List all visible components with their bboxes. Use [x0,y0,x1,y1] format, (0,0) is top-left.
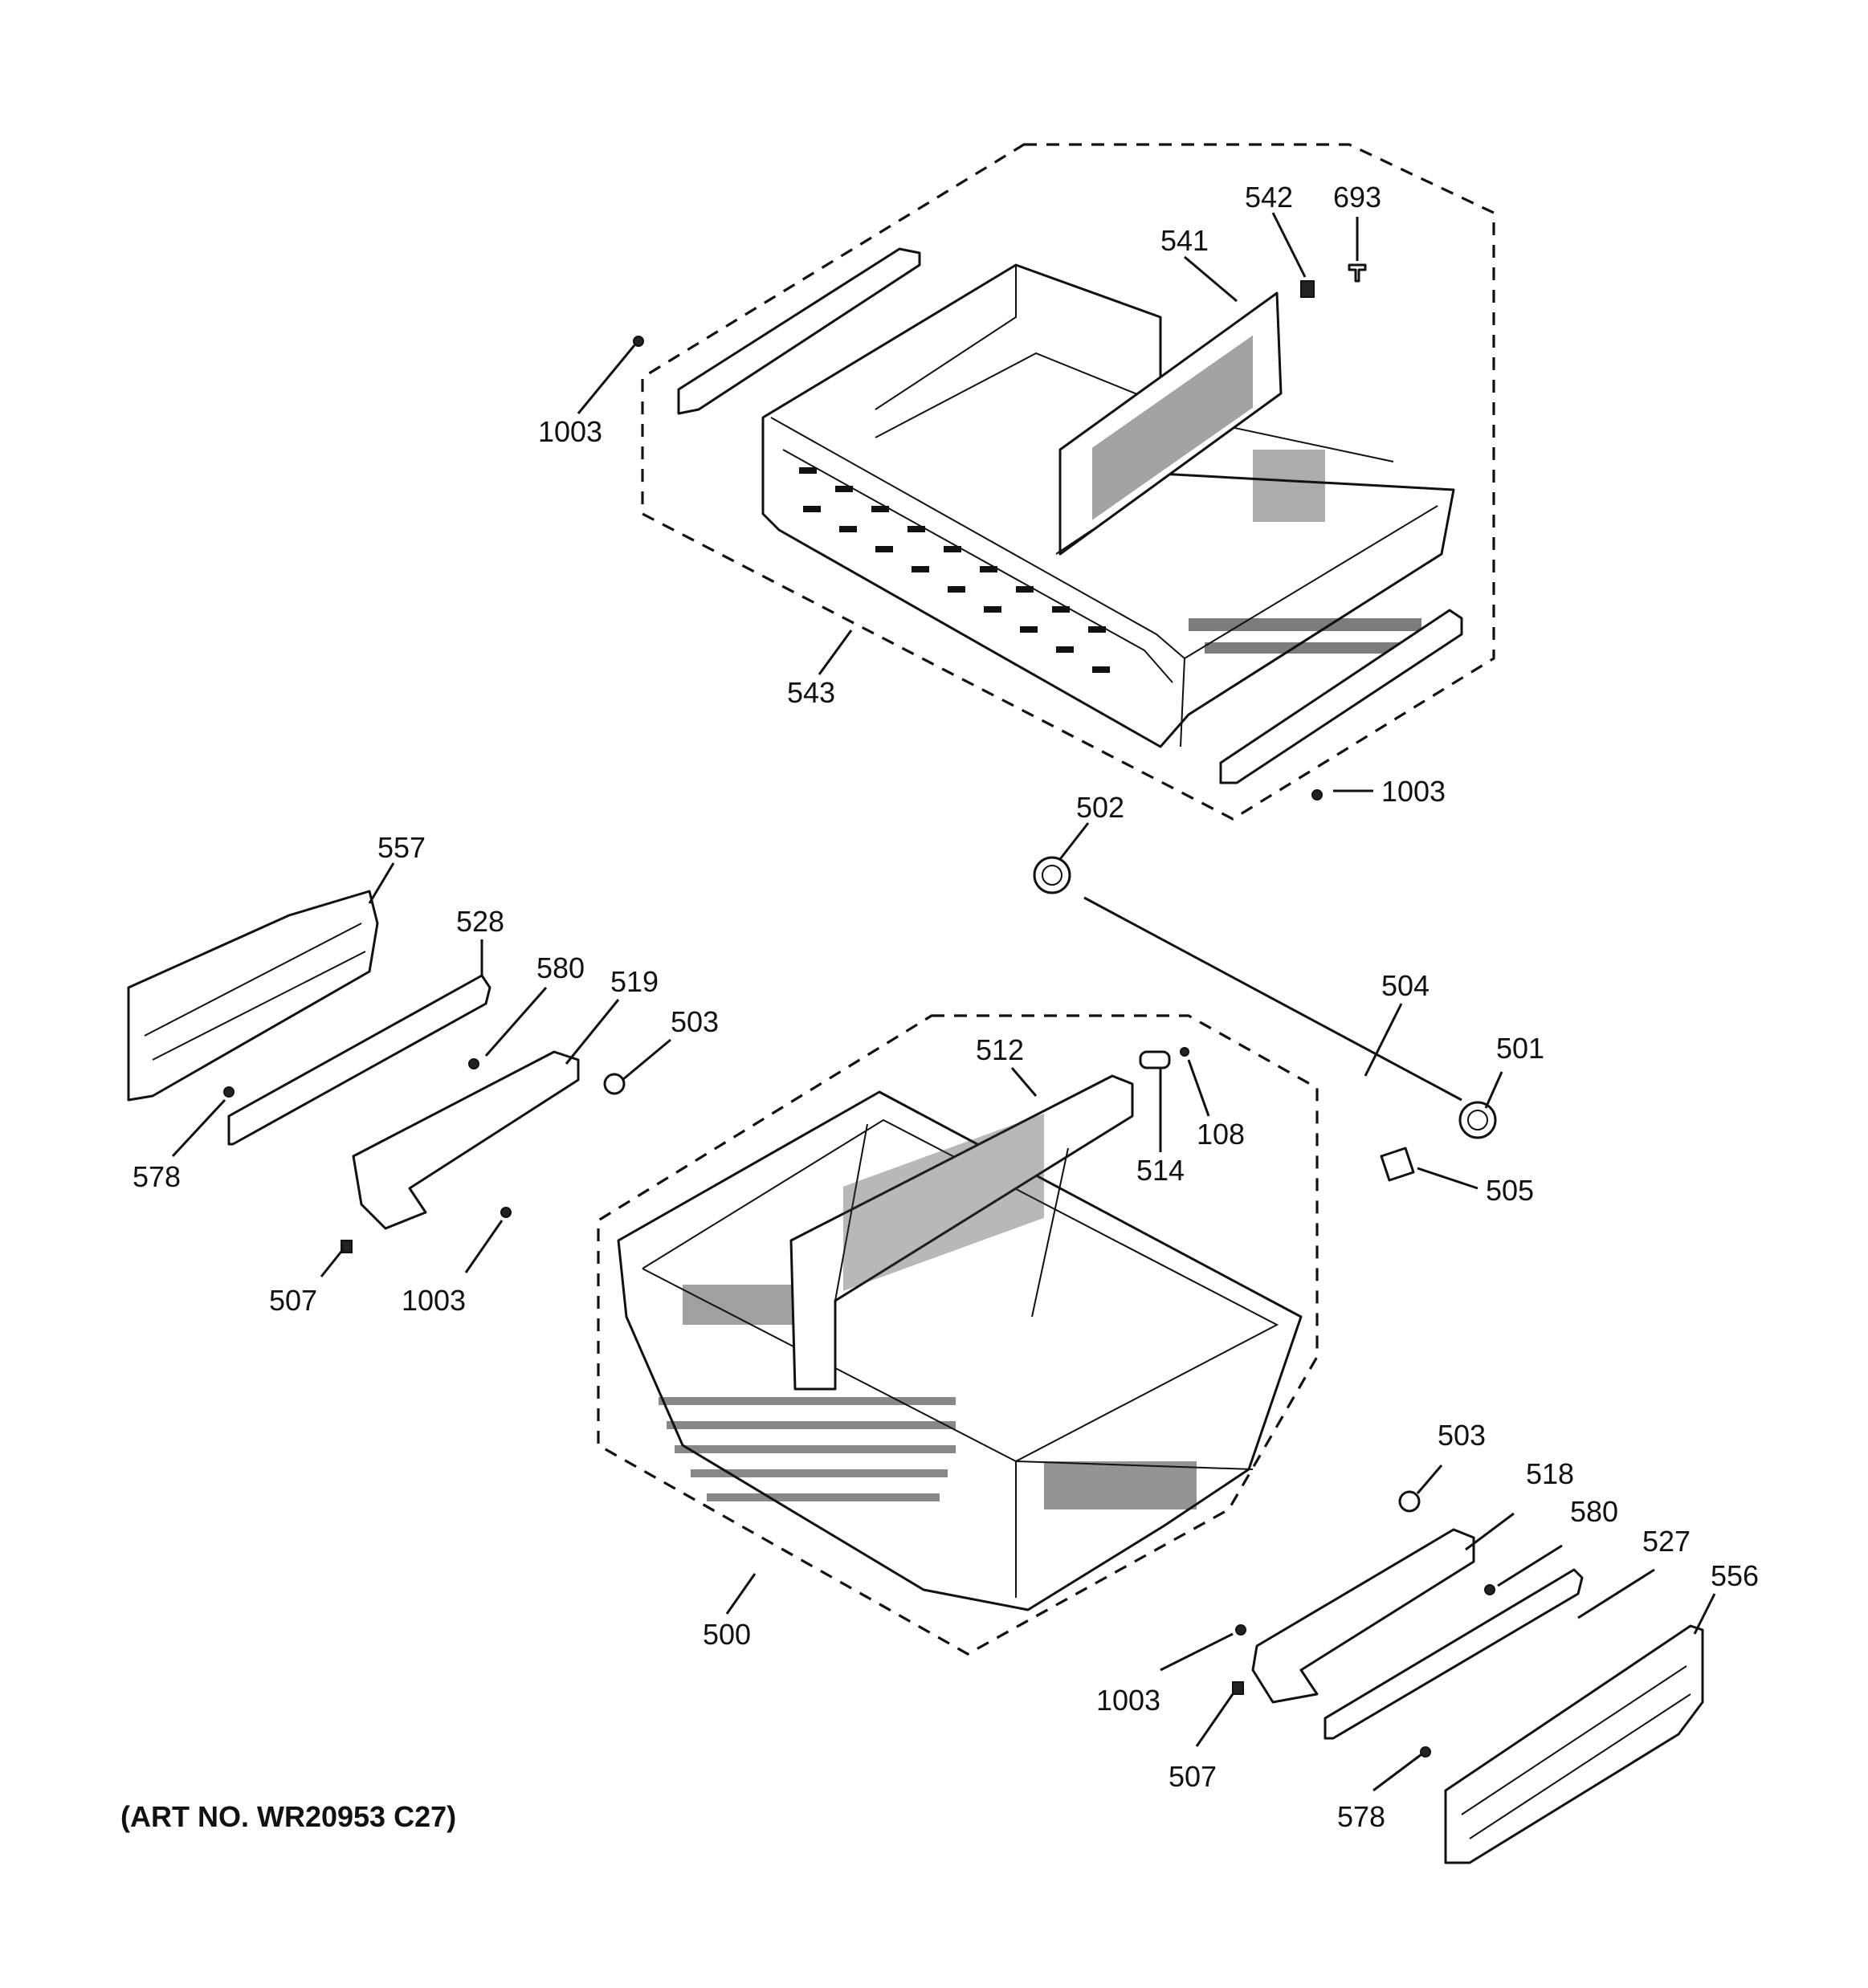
bumper-503-left [603,1073,626,1095]
callout-543: 543 [787,676,835,709]
callout-518: 518 [1526,1457,1574,1490]
callout-556: 556 [1711,1559,1759,1592]
callout-528: 528 [456,905,504,938]
callout-527: 527 [1642,1525,1691,1558]
callout-1003-left: 1003 [402,1284,466,1317]
callout-503-left: 503 [671,1005,719,1038]
screw-693 [1348,263,1367,283]
clip-505 [1380,1147,1415,1182]
callout-514: 514 [1136,1154,1185,1187]
screw-1003-upper-left [633,336,644,347]
slide-rail-527 [1324,1568,1584,1740]
rail-cover-557 [127,890,379,1102]
cover-514 [1139,1050,1171,1069]
callout-557: 557 [377,831,426,864]
upper-front-rail [1219,609,1463,784]
lower-drawer-assembly [597,1014,1319,1656]
callout-580-left: 580 [536,951,585,984]
callout-507-right: 507 [1169,1760,1217,1793]
callout-693: 693 [1333,181,1381,214]
callout-507-left: 507 [269,1284,317,1317]
screw-578-left [223,1086,235,1098]
screw-1003-upper-right [1311,789,1323,800]
callout-500: 500 [703,1618,751,1651]
callout-1003-upper-left: 1003 [538,415,602,448]
callout-503-right: 503 [1438,1419,1486,1452]
bracket-519 [352,1050,580,1230]
callout-542: 542 [1245,181,1293,214]
rail-cover-556 [1444,1624,1704,1864]
screw-1003-left [500,1207,512,1218]
callout-505: 505 [1486,1174,1534,1207]
basket-side-holes [1189,450,1421,654]
screw-108 [1180,1047,1189,1057]
screw-1003-right [1235,1624,1246,1636]
upper-rear-rail [677,247,921,415]
screw-580-left [468,1058,479,1069]
callout-1003-upper-right: 1003 [1381,775,1446,808]
upper-drawer-assembly [633,143,1495,821]
callout-labels: 542 693 541 1003 543 1003 502 557 528 58… [133,181,1759,1833]
divider-512 [789,1074,1134,1391]
callout-108: 108 [1197,1118,1245,1151]
callout-502: 502 [1076,791,1124,824]
gear-shaft-assembly [1033,856,1497,1182]
callout-504: 504 [1381,969,1430,1002]
bracket-518 [1251,1528,1475,1704]
callout-501: 501 [1496,1032,1544,1065]
callout-578-right: 578 [1337,1800,1385,1833]
art-number: (ART NO. WR20953 C27) [120,1800,456,1833]
callout-512: 512 [976,1033,1024,1066]
gear-502 [1033,856,1071,894]
left-slide-assembly [127,890,626,1253]
callout-578-left: 578 [133,1160,181,1193]
callout-580-right: 580 [1570,1495,1618,1528]
screw-580-right [1484,1584,1495,1595]
callout-519: 519 [610,965,659,998]
basket-front-slots [799,467,1110,673]
divider-541 [1055,291,1283,556]
spring-507-right [1232,1681,1244,1695]
retainer-542 [1300,280,1315,298]
screw-578-right [1420,1746,1431,1758]
right-slide-assembly [1232,1490,1704,1864]
callout-541: 541 [1160,224,1209,257]
upper-assembly-boundary [641,143,1495,821]
gear-501 [1458,1101,1497,1139]
bumper-503-right [1398,1490,1421,1513]
leader-lines [171,212,1716,1792]
callout-1003-right: 1003 [1096,1684,1160,1717]
shaft-504 [1083,896,1462,1102]
